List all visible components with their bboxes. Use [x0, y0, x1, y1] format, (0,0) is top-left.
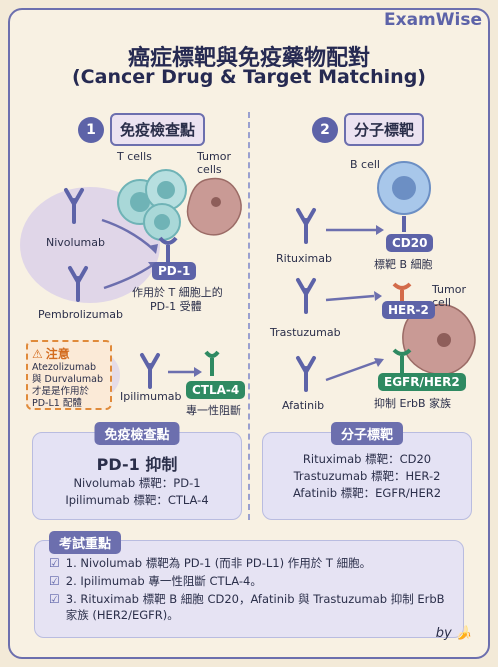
- exam-point-text: 2. Ipilimumab 專一性阻斷 CTLA-4。: [65, 574, 262, 588]
- tumor-cell-label: Tumor cell: [432, 283, 466, 309]
- ctla-4-desc: 專一性阻斷: [186, 404, 241, 417]
- ipilimumab-antibody-icon: [140, 353, 160, 389]
- cd20-desc: 標靶 B 細胞: [374, 258, 433, 271]
- section-2-header: 2 分子標靶: [312, 113, 425, 146]
- warning-note-title-text: 注意: [45, 347, 70, 361]
- egfr-desc: 抑制 ErbB 家族: [374, 397, 451, 410]
- warning-note-title: ⚠ 注意: [32, 345, 106, 362]
- exam-point-item: ☑ 2. Ipilimumab 專一性阻斷 CTLA-4。: [49, 573, 449, 589]
- section-divider: [248, 112, 250, 520]
- section-1-number: 1: [78, 116, 104, 143]
- banana-icon: 🍌: [455, 626, 472, 641]
- molecular-summary-tab: 分子標靶: [330, 422, 404, 445]
- checkbox-icon: ☑: [49, 574, 60, 588]
- nivolumab-antibody-icon: [64, 188, 84, 224]
- molecular-summary-line: Afatinib 標靶：EGFR/HER2: [292, 486, 442, 500]
- warning-note-text: Atezolizumab 與 Durvalumab 才是是作用於 PD-L1 配…: [32, 362, 103, 409]
- immune-summary-tab: 免疫檢查點: [94, 422, 180, 445]
- exam-points-list: ☑ 1. Nivolumab 標靶為 PD-1 (而非 PD-L1) 作用於 T…: [49, 555, 449, 625]
- checkbox-icon: ☑: [49, 592, 60, 606]
- immune-summary-heading: PD-1 抑制: [96, 455, 178, 474]
- pembrolizumab-antibody-icon: [68, 266, 88, 302]
- page-title: 癌症標靶與免疫藥物配對: [127, 46, 370, 71]
- immune-summary-line: Nivolumab 標靶：PD-1: [73, 476, 201, 490]
- brand-logo: ExamWise: [384, 10, 482, 30]
- tumor-cell-icon: [186, 177, 242, 236]
- warning-icon: ⚠: [32, 346, 43, 361]
- nivolumab-label: Nivolumab: [46, 236, 105, 249]
- molecular-summary-line: Trastuzumab 標靶：HER-2: [293, 469, 441, 483]
- page-subtitle: (Cancer Drug & Target Matching): [72, 66, 426, 88]
- pembrolizumab-label: Pembrolizumab: [38, 308, 124, 321]
- byline: by 🍌: [436, 626, 472, 641]
- molecular-target-diagram: [296, 161, 476, 392]
- immune-summary-line: Ipilimumab 標靶：CTLA-4: [65, 493, 209, 507]
- molecular-summary-line: Rituximab 標靶：CD20: [302, 452, 432, 466]
- exam-point-item: ☑ 1. Nivolumab 標靶為 PD-1 (而非 PD-L1) 作用於 T…: [49, 555, 449, 571]
- section-1-title: 免疫檢查點: [110, 113, 206, 146]
- afatinib-antibody-icon: [296, 356, 316, 392]
- trastuzumab-label: Trastuzumab: [270, 326, 341, 339]
- pd-1-receptor-icon: [158, 236, 178, 263]
- pd-1-target-tag: PD-1: [152, 262, 197, 280]
- arrow-icon: [325, 294, 375, 302]
- trastuzumab-antibody-icon: [296, 278, 316, 314]
- molecular-summary-card: 分子標靶 Rituximab 標靶：CD20 Trastuzumab 標靶：HE…: [262, 422, 472, 520]
- exam-point-item: ☑ 3. Rituximab 標靶 B 細胞 CD20，Afatinib 與 T…: [49, 591, 449, 623]
- pd-1-desc-line2: PD-1 受體: [150, 300, 202, 313]
- arrow-icon: [103, 262, 155, 290]
- pd-1-desc-line1: 作用於 T 細胞上的: [132, 286, 223, 299]
- rituximab-label: Rituximab: [276, 252, 332, 265]
- section-2-number: 2: [312, 116, 338, 143]
- arrow-icon: [325, 360, 377, 382]
- section-1-header: 1 免疫檢查點: [78, 113, 206, 146]
- b-cell-icon: [377, 161, 431, 215]
- immune-summary-card: 免疫檢查點 PD-1 抑制 Nivolumab 標靶：PD-1 Ipilimum…: [32, 422, 242, 520]
- checkbox-icon: ☑: [49, 556, 60, 570]
- ctla-4-receptor-icon: [204, 350, 220, 376]
- section-2-title: 分子標靶: [344, 113, 425, 146]
- rituximab-antibody-icon: [296, 208, 316, 244]
- tumor-cell-icon: [402, 303, 476, 376]
- exam-point-text: 3. Rituximab 標靶 B 細胞 CD20，Afatinib 與 Tra…: [65, 592, 445, 622]
- byline-text: by: [435, 626, 452, 641]
- her-2-target-tag: HER-2: [382, 301, 435, 319]
- egfr-her2-target-tag: EGFR/HER2: [378, 373, 466, 391]
- ctla-4-target-tag: CTLA-4: [186, 381, 246, 399]
- exam-point-text: 1. Nivolumab 標靶為 PD-1 (而非 PD-L1) 作用於 T 細…: [65, 556, 372, 570]
- cd20-target-tag: CD20: [386, 234, 434, 252]
- egfr-receptor-icon: [392, 348, 412, 376]
- warning-note: ⚠ 注意 Atezolizumab 與 Durvalumab 才是是作用於 PD…: [26, 340, 112, 410]
- b-cell-label: B cell: [350, 158, 380, 171]
- tumor-cells-label: Tumor cells: [197, 150, 231, 176]
- exam-points-card: 考試重點 ☑ 1. Nivolumab 標靶為 PD-1 (而非 PD-L1) …: [34, 531, 464, 638]
- t-cells-label: T cells: [117, 150, 152, 163]
- ipilimumab-label: Ipilimumab: [120, 390, 182, 403]
- afatinib-label: Afatinib: [282, 399, 325, 412]
- exam-points-tab: 考試重點: [49, 531, 122, 554]
